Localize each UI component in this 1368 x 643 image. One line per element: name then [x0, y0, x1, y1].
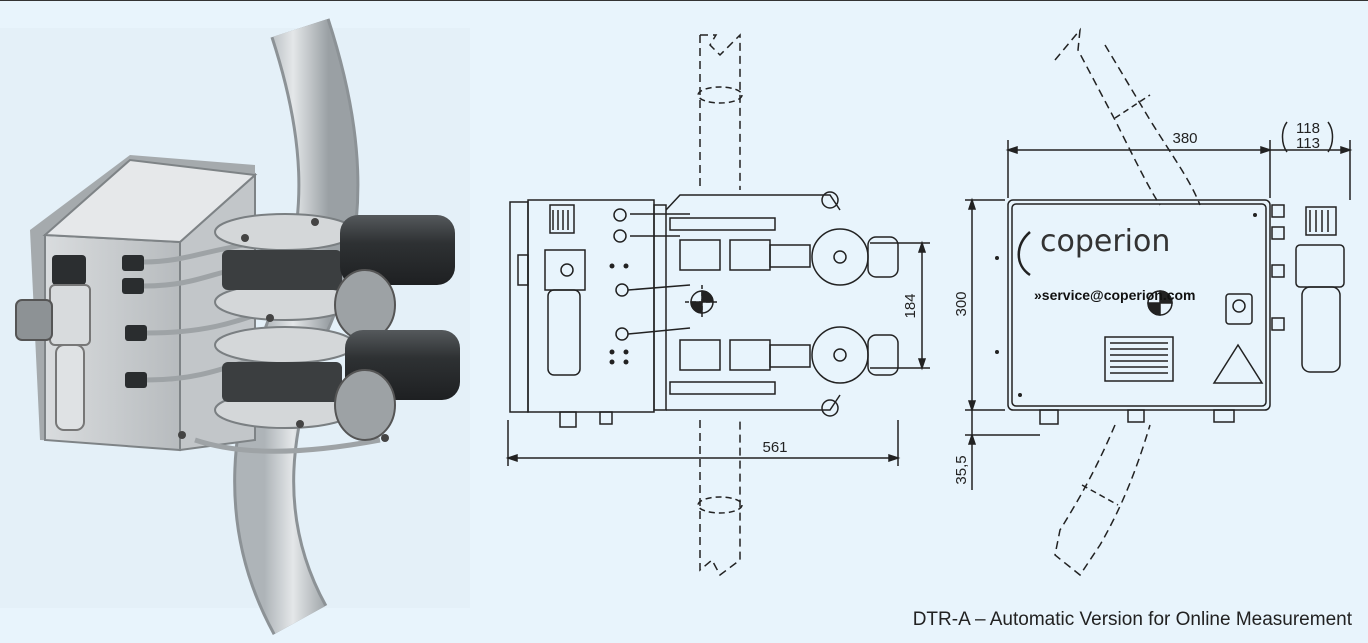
side-height-dimension: 300 [953, 291, 970, 316]
front-axis-spacing-dimension: 184 [902, 293, 919, 318]
brand-logo-text: coperion [1040, 224, 1170, 259]
front-view-drawing [505, 33, 930, 577]
render-3d-view [0, 18, 470, 635]
side-depth-upper-dimension: 118 [1296, 120, 1320, 137]
side-view-drawing [965, 27, 1353, 577]
side-bottom-offset-dimension: 35,5 [953, 455, 970, 484]
caption: DTR-A – Automatic Version for Online Mea… [912, 609, 1352, 630]
top-rule [0, 0, 1368, 1]
service-email-text: »service@coperion.com [1034, 287, 1196, 303]
side-depth-lower-dimension: 113 [1296, 135, 1320, 152]
side-width-dimension: 380 [1172, 130, 1197, 147]
front-width-dimension: 561 [762, 439, 787, 456]
